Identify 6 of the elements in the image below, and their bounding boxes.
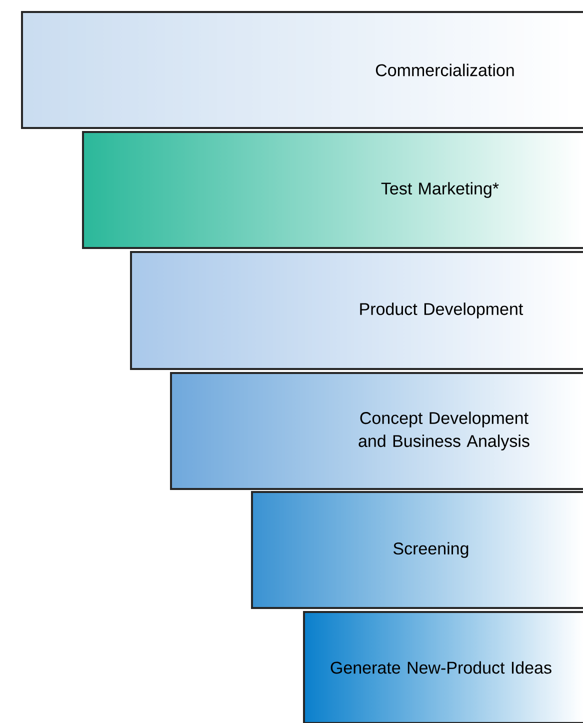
stage-box: Commercialization (21, 11, 583, 129)
stage-box: Generate New-Product Ideas (303, 611, 583, 723)
stage-box: Product Development (130, 251, 583, 370)
stage-box: Concept Development and Business Analysis (170, 372, 583, 490)
stage-box: Screening (251, 491, 583, 609)
stage-box: Test Marketing* (82, 131, 583, 249)
